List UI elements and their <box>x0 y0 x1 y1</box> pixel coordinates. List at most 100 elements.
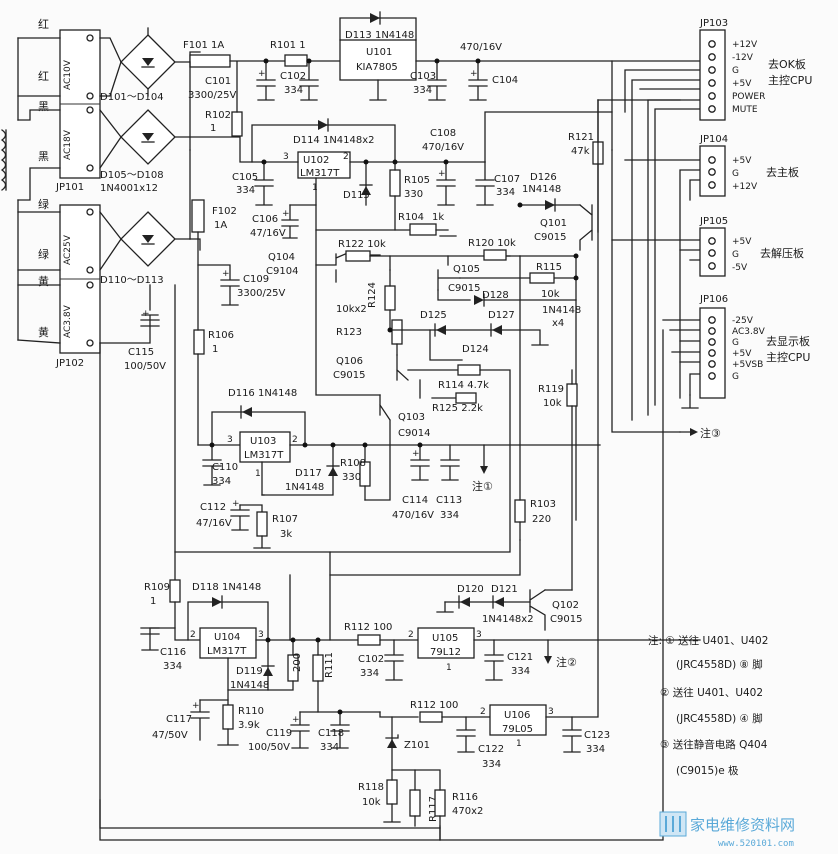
cap-c115-label: C115 <box>128 347 154 358</box>
svg-text:-12V: -12V <box>732 53 754 63</box>
diode-d114-label: D114 1N4148x2 <box>293 135 375 146</box>
resistor-r124-label: R124 <box>367 282 378 308</box>
resistor-r111 <box>312 654 324 682</box>
transistor-q101-value: C9015 <box>534 232 566 243</box>
jp106-label: JP106 <box>699 294 728 305</box>
resistor-r116 <box>434 789 446 817</box>
jp102-label: JP102 <box>55 358 84 369</box>
cap-c123-label: C123 <box>584 730 610 741</box>
diode-d128-type: 1N4148 <box>542 305 581 316</box>
resistor-200-value: 200 <box>292 653 303 672</box>
resistor-r110-label: R110 <box>238 706 264 717</box>
jp105-dest: 去解压板 <box>760 246 804 260</box>
resistor-r106-label: R106 <box>208 330 234 341</box>
cap-c112-value: 47/16V <box>196 518 232 529</box>
diode-d128-count: x4 <box>552 318 564 329</box>
resistor-r106 <box>193 329 205 355</box>
svg-text:AC3.8V: AC3.8V <box>732 327 766 337</box>
fuse-f102-label: F102 <box>212 206 237 217</box>
cap-c105-value: 334 <box>236 185 255 196</box>
transistor-q105-label: Q105 <box>453 264 480 275</box>
svg-text:2: 2 <box>343 152 349 162</box>
svg-text:POWER: POWER <box>732 92 765 102</box>
resistor-r125 <box>455 392 477 404</box>
cap-c109-label: C109 <box>243 274 269 285</box>
diode-d117-label: D117 <box>295 468 322 479</box>
cap-c112-label: C112 <box>200 502 226 513</box>
svg-text:1: 1 <box>255 469 261 479</box>
diode-d113 <box>370 13 380 23</box>
note-line-6: (C9015)e 极 <box>676 764 739 777</box>
winding-ac10v: AC10V <box>63 59 73 90</box>
winding-ac3-8v: AC3.8V <box>63 304 73 338</box>
diode-d119-label: D119 <box>236 666 263 677</box>
resistor-r103 <box>514 499 526 523</box>
diode-d120 <box>460 597 470 607</box>
note-line-1: 注: ① 送往 U401、U402 <box>648 634 768 647</box>
resistor-r109-value: 1 <box>150 596 156 607</box>
resistor-r123 <box>391 319 403 345</box>
connector-jp103: JP103 +12V -12V G +5V POWER MUTE 去OK板 主控… <box>699 18 812 121</box>
transistor-q105-value: C9015 <box>448 283 480 294</box>
diode-d124-label: D124 <box>462 344 489 355</box>
note-line-4: (JRC4558D) ④ 脚 <box>676 712 763 725</box>
u102-ref: U102 <box>303 155 329 166</box>
resistor-r101 <box>284 54 308 67</box>
resistor-pair-value: 10kx2 <box>336 304 367 315</box>
svg-text:+5VSB: +5VSB <box>732 360 763 370</box>
resistor-r105-label: R105 <box>404 175 430 186</box>
svg-text:2: 2 <box>292 435 298 445</box>
cap-c109-value: 3300/25V <box>237 288 286 299</box>
u105-part: 79L12 <box>430 647 461 658</box>
svg-text:G: G <box>732 250 739 260</box>
resistor-r118-value: 10k <box>362 797 381 808</box>
cap-c119-label: C119 <box>266 728 292 739</box>
cap-c114-value: 470/16V <box>392 510 434 521</box>
u105-ref: U105 <box>432 633 458 644</box>
cap-c104-label: C104 <box>492 75 518 86</box>
transistor-q101-label: Q101 <box>540 218 567 229</box>
svg-text:+: + <box>192 701 200 711</box>
cap-c103-value: 334 <box>413 85 432 96</box>
resistor-r104 <box>409 223 437 236</box>
cap-c122-label: C122 <box>478 744 504 755</box>
resistor-r102-value: 1 <box>210 123 216 134</box>
connector-jp101: 红 红 黑 黑 AC10V AC18V JP101 <box>17 18 101 201</box>
resistor-r104-label: R104 <box>398 212 424 223</box>
regulator-u104 <box>199 627 257 659</box>
svg-text:MUTE: MUTE <box>732 105 758 115</box>
diode-d118-label: D118 1N4148 <box>192 582 261 593</box>
diode-d128 <box>474 295 484 305</box>
svg-text:+5V: +5V <box>732 349 752 359</box>
connector-jp105: JP105 +5V G -5V 去解压板 <box>699 216 804 277</box>
regulator-u102 <box>297 151 351 179</box>
jp101-label: JP101 <box>55 182 84 193</box>
resistor-r102-label: R102 <box>205 110 231 121</box>
bridge2-diodes: 1N4001x12 <box>100 183 158 194</box>
cap-c117-value: 47/50V <box>152 730 188 741</box>
jp103-dest-1: 去OK板 <box>768 57 806 71</box>
u101-ref: U101 <box>366 47 392 58</box>
jp101-pin4: 黑 <box>38 150 49 163</box>
cap-c108-label: C108 <box>430 128 456 139</box>
resistor-r105-value: 330 <box>404 189 423 200</box>
resistor-r119-value: 10k <box>543 398 562 409</box>
regulator-u101 <box>339 39 417 81</box>
resistor-r108-value: 330 <box>342 472 361 483</box>
cap-c114-label: C114 <box>402 495 428 506</box>
cap-c102-value: 334 <box>284 85 303 96</box>
svg-text:3: 3 <box>548 707 554 717</box>
resistor-r116-label: R116 <box>452 792 478 803</box>
svg-text:+5V: +5V <box>732 237 752 247</box>
svg-text:+: + <box>438 169 446 179</box>
resistor-r108-label: R108 <box>340 458 366 469</box>
bridge2-label: D105～D108 <box>100 170 164 181</box>
svg-text:+: + <box>222 269 230 279</box>
resistor-r115-value: 10k <box>541 289 560 300</box>
u106-part: 79L05 <box>502 724 533 735</box>
svg-text:2: 2 <box>408 630 414 640</box>
transistor-q106-label: Q106 <box>336 356 363 367</box>
cap-c110-label: C110 <box>212 462 238 473</box>
resistor-r115 <box>529 272 555 284</box>
